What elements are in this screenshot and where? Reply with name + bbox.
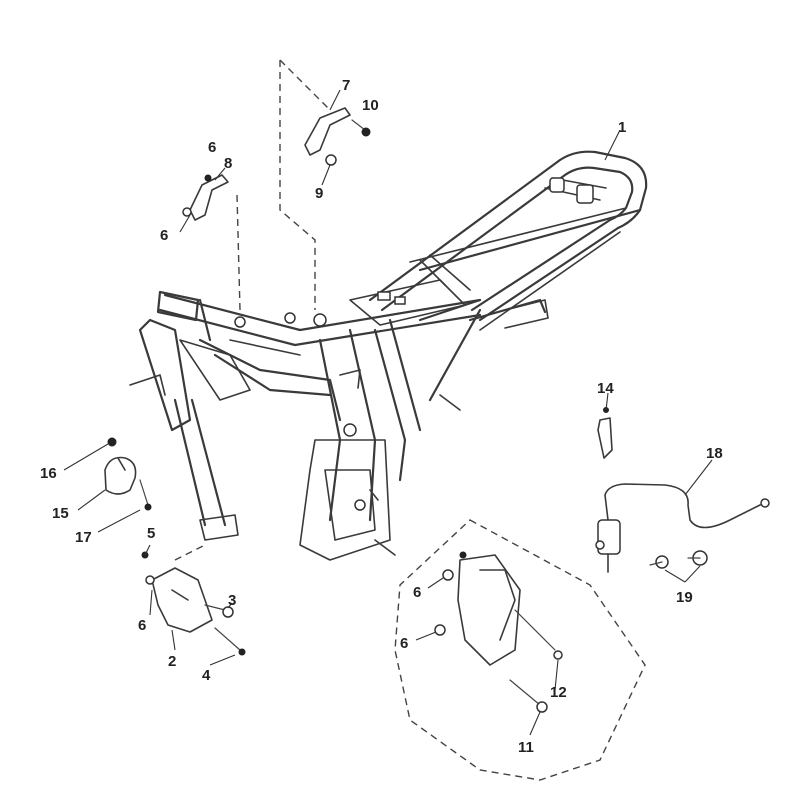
nut-9 bbox=[325, 154, 337, 166]
screws-19 bbox=[649, 550, 708, 569]
callout-labels: 1 2 3 4 5 6 6 6 6 6 7 8 9 10 11 12 14 15… bbox=[40, 77, 723, 756]
bracket-2 bbox=[141, 551, 213, 633]
callout-18: 18 bbox=[706, 445, 723, 462]
callout-14: 14 bbox=[597, 380, 614, 397]
callout-4: 4 bbox=[202, 667, 211, 684]
callout-2: 2 bbox=[168, 653, 176, 670]
callout-leaders bbox=[63, 89, 713, 736]
bolt-3 bbox=[204, 604, 234, 618]
bolt-10 bbox=[351, 119, 371, 137]
switch-14 bbox=[597, 407, 613, 459]
callout-12: 12 bbox=[550, 684, 567, 701]
callout-8: 8 bbox=[224, 155, 232, 172]
callout-6a: 6 bbox=[208, 139, 216, 156]
callout-6e: 6 bbox=[400, 635, 408, 652]
callout-6c: 6 bbox=[138, 617, 146, 634]
sensor-cable-18 bbox=[595, 483, 770, 573]
bracket-8 bbox=[182, 174, 229, 221]
bolt-17 bbox=[139, 479, 152, 511]
assembly-guide-lines bbox=[174, 59, 646, 781]
callout-6b: 6 bbox=[160, 227, 168, 244]
callout-15: 15 bbox=[52, 505, 69, 522]
callout-5: 5 bbox=[147, 525, 155, 542]
callout-1: 1 bbox=[618, 119, 626, 136]
clamp-15 bbox=[104, 456, 137, 495]
bracket-7 bbox=[304, 107, 351, 156]
callout-9: 9 bbox=[315, 185, 323, 202]
callout-19: 19 bbox=[676, 589, 693, 606]
callout-3: 3 bbox=[228, 592, 236, 609]
bolt-4 bbox=[214, 627, 246, 656]
main-frame bbox=[129, 150, 648, 561]
bolt-16 bbox=[107, 437, 117, 447]
callout-17: 17 bbox=[75, 529, 92, 546]
callout-11: 11 bbox=[518, 739, 534, 756]
callout-16: 16 bbox=[40, 465, 57, 482]
callout-10: 10 bbox=[362, 97, 379, 114]
callout-6d: 6 bbox=[413, 584, 421, 601]
inset-bracket-assembly bbox=[434, 551, 563, 713]
callout-7: 7 bbox=[342, 77, 350, 94]
